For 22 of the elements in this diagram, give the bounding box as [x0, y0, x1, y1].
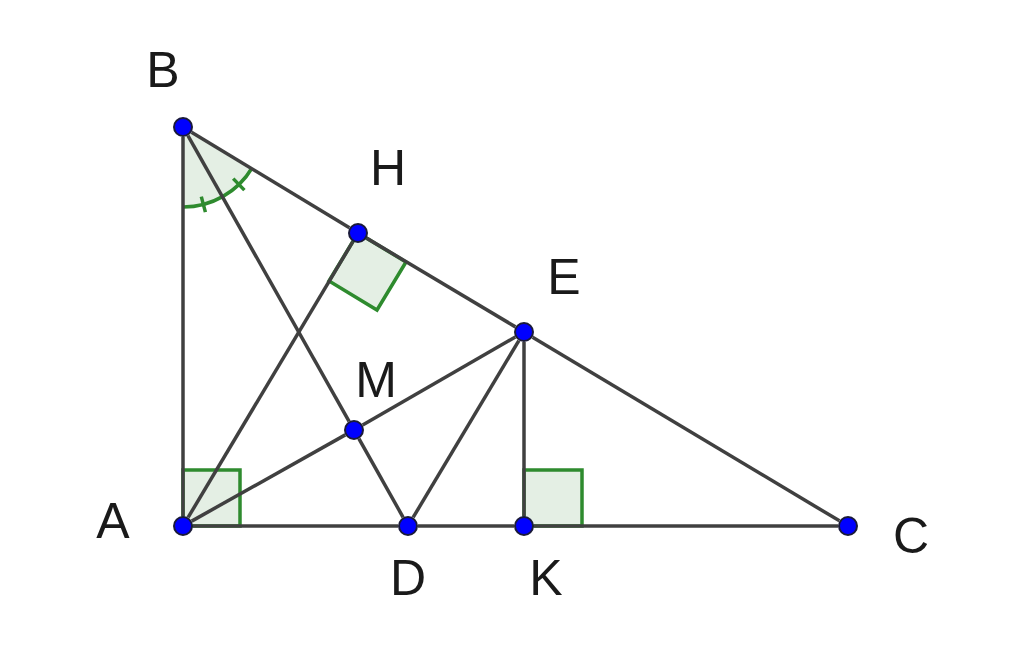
line-segment — [411, 339, 521, 519]
line-segment — [193, 524, 398, 528]
point-label: B — [146, 45, 180, 95]
point-label: D — [389, 553, 427, 603]
point-label: C — [892, 511, 930, 561]
line-segment — [357, 437, 405, 519]
point-label: H — [369, 143, 407, 193]
point-label: K — [529, 553, 563, 603]
line-segment — [534, 524, 838, 528]
line-segment — [522, 342, 526, 516]
point-label: M — [355, 355, 397, 405]
point-label: A — [96, 496, 130, 546]
line-segment — [418, 524, 514, 528]
line-segment — [531, 335, 841, 523]
point-label: E — [547, 252, 581, 302]
line-segment — [186, 134, 351, 423]
line-segment — [190, 433, 347, 523]
line-segment — [361, 335, 517, 427]
line-segment — [186, 240, 355, 519]
line-segment — [181, 137, 185, 516]
line-segment — [365, 236, 517, 329]
line-segment — [190, 130, 351, 230]
